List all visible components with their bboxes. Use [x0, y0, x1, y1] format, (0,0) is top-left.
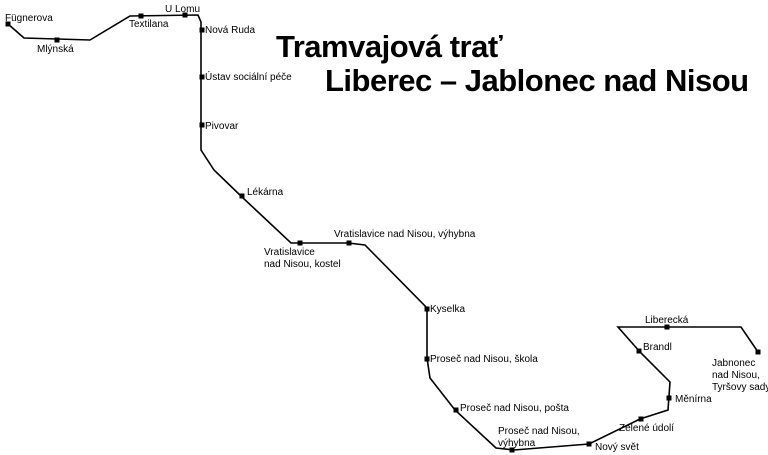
stop-label-line: Mlýnská: [37, 44, 74, 55]
stop-marker-fugnerova: [5, 21, 11, 27]
stop-marker-nova-ruda: [199, 27, 205, 33]
stop-marker-pivovar: [199, 122, 205, 128]
stop-marker-mlynska: [54, 37, 60, 43]
stop-label-fugnerova: Fügnerova: [5, 13, 53, 24]
stop-label-line: Jabnonec: [712, 358, 755, 369]
stop-label-ustav: Ústav sociální péče: [205, 70, 292, 83]
stop-marker-novy-svet: [586, 441, 592, 447]
map-title-line-2: Liberec – Jablonec nad Nisou: [325, 63, 749, 98]
stop-label-line: Nový svět: [595, 442, 639, 453]
stop-marker-zelene-udoli: [638, 416, 644, 422]
stop-marker-lekarna: [239, 193, 245, 199]
stop-marker-vratislavice-kostel: [297, 240, 303, 246]
stop-label-line: Kyselka: [430, 304, 465, 315]
stop-label-line: nad Nisou,: [712, 370, 760, 381]
stop-label-line: Proseč nad Nisou,: [498, 426, 580, 437]
stop-label-line: Proseč nad Nisou, škola: [430, 354, 538, 365]
stop-label-line: Nová Ruda: [205, 25, 255, 36]
stop-label-kyselka: Kyselka: [430, 304, 465, 315]
stop-label-novy-svet: Nový svět: [595, 442, 639, 453]
stop-marker-jablonec-tyrsovy-sady: [755, 349, 761, 355]
stop-marker-liberecka: [664, 324, 670, 330]
stop-label-prosec-vyhybna: Proseč nad Nisou,výhybna: [498, 426, 580, 449]
stop-label-line: Zelené údolí: [619, 423, 674, 434]
stop-label-line: Brandl: [643, 342, 672, 353]
stop-label-nova-ruda: Nová Ruda: [205, 25, 255, 36]
stop-label-line: Měnírna: [675, 394, 712, 405]
map-title-line-1: Tramvajová trať: [276, 29, 503, 64]
stop-label-line: Vratislavice nad Nisou, výhybna: [334, 229, 476, 240]
stop-label-line: Lékárna: [247, 187, 284, 198]
stop-label-line: Proseč nad Nisou, pošta: [460, 403, 569, 414]
stop-label-line: Vratislavice: [264, 247, 315, 258]
stop-label-u-lomu: U Lomu: [165, 4, 200, 15]
stop-label-line: Textilana: [129, 19, 169, 30]
stop-marker-ustav: [199, 74, 205, 80]
stop-label-prosec-skola: Proseč nad Nisou, škola: [430, 354, 538, 365]
stop-label-prosec-posta: Proseč nad Nisou, pošta: [460, 403, 569, 414]
stop-label-line: Tyršovy sady: [712, 382, 768, 393]
stop-label-vratislavice-vyhybna: Vratislavice nad Nisou, výhybna: [334, 229, 476, 240]
stop-label-line: Fügnerova: [5, 13, 53, 24]
stop-label-textilana: Textilana: [129, 19, 169, 30]
tram-route-line: [7, 14, 759, 451]
stop-label-menirna: Měnírna: [675, 394, 712, 405]
stop-marker-u-lomu: [182, 12, 188, 18]
stop-label-zelene-udoli: Zelené údolí: [619, 423, 674, 434]
stop-marker-kyselka: [424, 306, 430, 312]
stop-marker-prosec-skola: [424, 356, 430, 362]
stop-label-line: výhybna: [498, 438, 536, 449]
stop-label-line: Ústav sociální péče: [205, 70, 292, 83]
stop-label-brandl: Brandl: [643, 342, 672, 353]
stop-marker-textilana: [138, 13, 144, 19]
stop-marker-prosec-posta: [453, 407, 459, 413]
stop-label-line: Pivovar: [205, 121, 239, 132]
stop-marker-vratislavice-vyhybna: [346, 240, 352, 246]
stop-label-line: U Lomu: [165, 4, 200, 15]
stop-label-mlynska: Mlýnská: [37, 44, 74, 55]
stop-marker-brandl: [636, 348, 642, 354]
stop-label-lekarna: Lékárna: [247, 187, 284, 198]
stop-label-pivovar: Pivovar: [205, 121, 239, 132]
stop-marker-menirna: [666, 395, 672, 401]
stop-label-line: nad Nisou, kostel: [264, 259, 341, 270]
stop-marker-prosec-vyhybna: [509, 447, 515, 453]
stop-label-liberecka: Liberecká: [645, 315, 689, 326]
stop-label-line: Liberecká: [645, 315, 689, 326]
